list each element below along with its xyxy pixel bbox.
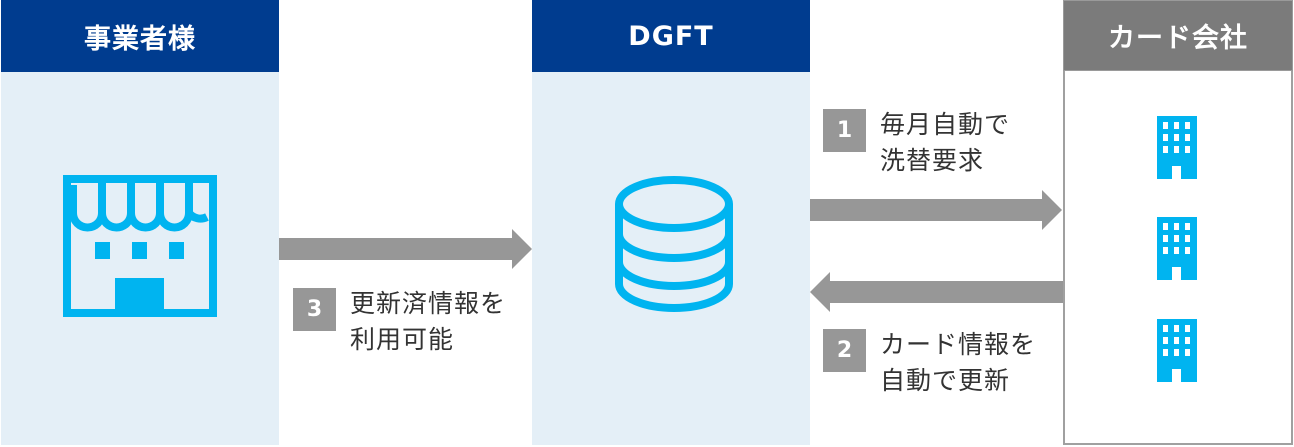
card-company-header: カード会社 — [1063, 0, 1293, 71]
step-text-line: 自動で更新 — [880, 366, 1011, 395]
step-description: カード情報を 自動で更新 — [880, 327, 1036, 399]
store-icon — [63, 175, 217, 317]
step-text-line: 更新済情報を — [350, 289, 507, 318]
building-icon — [1157, 116, 1197, 179]
building-icon — [1157, 217, 1197, 280]
arrow-right-icon — [279, 229, 532, 269]
step-1-label: 1 毎月自動で 洗替要求 — [823, 107, 1010, 179]
arrow-right-icon — [810, 190, 1062, 230]
arrow-left-icon — [810, 272, 1063, 312]
step-text-line: カード情報を — [880, 330, 1037, 359]
step-text-line: 洗替要求 — [880, 146, 985, 175]
database-icon — [615, 176, 733, 312]
step-2-label: 2 カード情報を 自動で更新 — [823, 327, 1036, 399]
dgft-title: DGFT — [628, 20, 714, 52]
card-company-title: カード会社 — [1108, 23, 1248, 54]
step-number-badge: 3 — [293, 288, 336, 331]
step-text-line: 毎月自動で — [880, 110, 1011, 139]
step-number-badge: 1 — [823, 109, 866, 152]
dgft-header: DGFT — [532, 0, 810, 72]
building-icon — [1157, 319, 1197, 382]
step-description: 毎月自動で 洗替要求 — [880, 107, 1010, 179]
step-description: 更新済情報を 利用可能 — [350, 286, 506, 358]
step-text-line: 利用可能 — [350, 325, 455, 354]
merchant-header: 事業者様 — [1, 0, 279, 72]
step-3-label: 3 更新済情報を 利用可能 — [293, 286, 506, 358]
step-number-badge: 2 — [823, 329, 866, 372]
merchant-title: 事業者様 — [84, 23, 196, 55]
merchant-column: 事業者様 — [1, 0, 279, 445]
